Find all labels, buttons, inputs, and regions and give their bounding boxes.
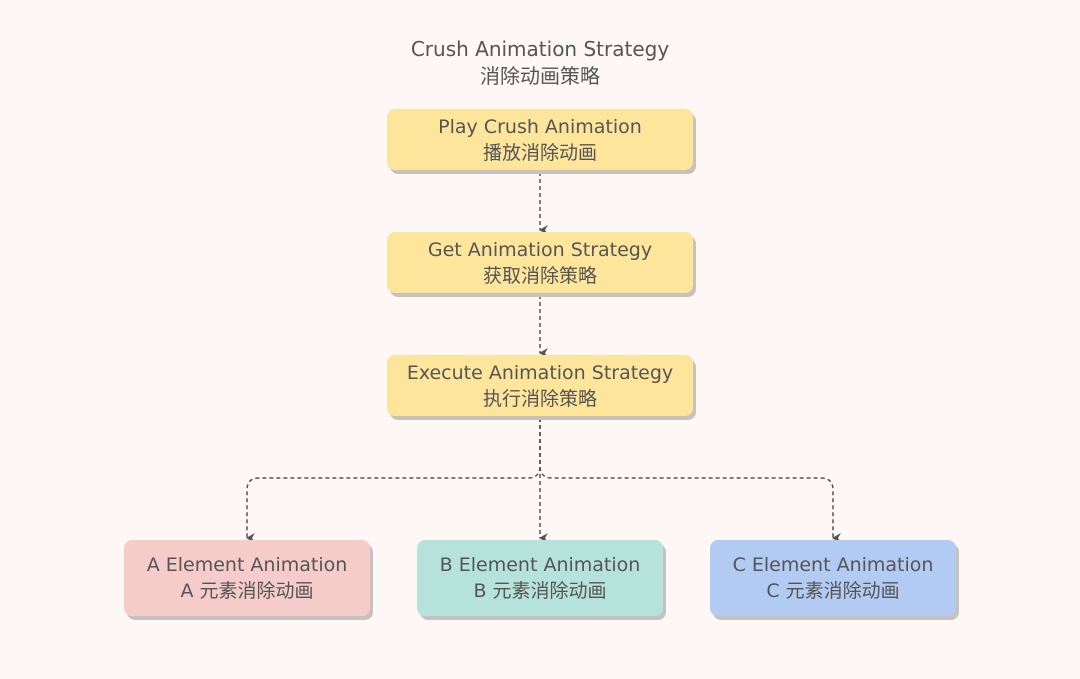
diagram-title-en: Crush Animation Strategy — [410, 37, 670, 61]
node-execute-label-en: Execute Animation Strategy — [406, 361, 674, 384]
edge-execute-to-a — [246, 418, 541, 543]
node-get-label-en: Get Animation Strategy — [427, 238, 653, 261]
node-a-element-animation: A Element Animation A 元素消除动画 — [124, 540, 370, 616]
node-execute-label-zh: 执行消除策略 — [482, 387, 597, 410]
node-play-crush-animation: Play Crush Animation 播放消除动画 — [387, 109, 693, 170]
node-b-element-animation: B Element Animation B 元素消除动画 — [417, 540, 663, 616]
node-play-label-zh: 播放消除动画 — [482, 141, 597, 164]
diagram-title: Crush Animation Strategy 消除动画策略 — [0, 36, 1080, 90]
node-play-label-en: Play Crush Animation — [438, 115, 642, 138]
node-c-label-en: C Element Animation — [732, 554, 934, 576]
node-execute-animation-strategy: Execute Animation Strategy 执行消除策略 — [387, 355, 693, 416]
node-c-element-animation: C Element Animation C 元素消除动画 — [710, 540, 956, 616]
node-get-animation-strategy: Get Animation Strategy 获取消除策略 — [387, 232, 693, 293]
edge-execute-to-c — [539, 418, 841, 543]
node-c-label-zh: C 元素消除动画 — [766, 580, 900, 602]
node-a-label-en: A Element Animation — [146, 554, 348, 576]
node-b-label-en: B Element Animation — [439, 554, 641, 576]
diagram-title-zh: 消除动画策略 — [480, 64, 600, 88]
node-get-label-zh: 获取消除策略 — [482, 264, 597, 287]
node-a-label-zh: A 元素消除动画 — [180, 580, 314, 602]
node-b-label-zh: B 元素消除动画 — [473, 580, 607, 602]
